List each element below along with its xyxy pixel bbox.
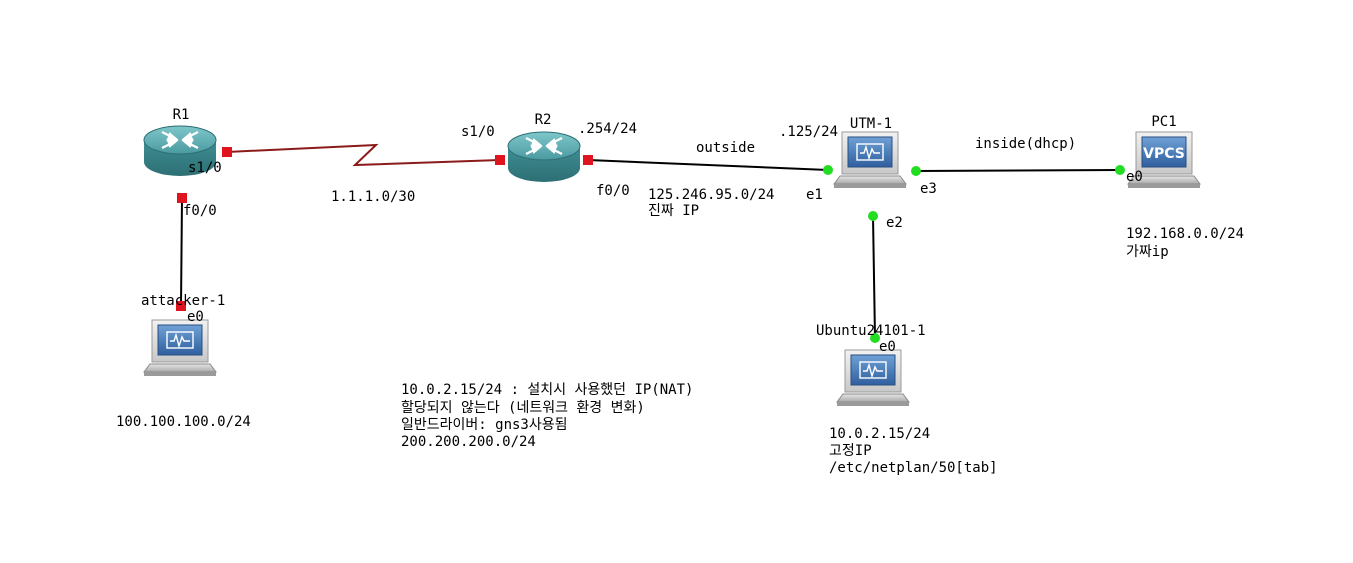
iface-label-utm-e1: e1 (806, 187, 823, 203)
note-outside-net: 125.246.95.0/24 (648, 187, 774, 203)
note-inside-fake-ip: 가짜ip (1126, 244, 1169, 260)
host-attacker-1[interactable] (143, 319, 217, 377)
iface-label-attacker-e0: e0 (187, 309, 204, 325)
port-attacker-e0[interactable] (176, 301, 186, 311)
port-r2-s1-0[interactable] (495, 155, 505, 165)
device-name-r1: R1 (173, 107, 190, 123)
note-nat-line-1: 10.0.2.15/24 : 설치시 사용했던 IP(NAT) (401, 382, 693, 398)
host-pc1[interactable]: VPCS (1127, 131, 1201, 189)
device-name-attacker-1: attacker-1 (141, 293, 225, 309)
vpcs-badge: VPCS (1143, 146, 1185, 162)
note-ubuntu-ip: 10.0.2.15/24 (829, 426, 930, 442)
device-name-utm-1: UTM-1 (850, 116, 892, 132)
iface-label-ubuntu-e0: e0 (879, 339, 896, 355)
note-inside: inside(dhcp) (975, 136, 1076, 152)
router-r2[interactable] (506, 130, 582, 184)
iface-label-utm-e2: e2 (886, 215, 903, 231)
port-pc1-e0[interactable] (1115, 165, 1125, 175)
iface-label-utm-e3: e3 (920, 181, 937, 197)
note-nat-line-3: 일반드라이버: gns3사용됨 (401, 417, 568, 433)
link-r2-utm[interactable] (587, 159, 829, 171)
link-utm-ubuntu[interactable] (872, 215, 876, 339)
iface-label-r2-f0: f0/0 (596, 183, 630, 199)
note-serial-net: 1.1.1.0/30 (331, 189, 415, 205)
router-icon (506, 130, 582, 184)
link-r1-attacker[interactable] (180, 197, 183, 307)
note-outside-real-ip: 진짜 IP (648, 203, 699, 219)
port-utm-e1[interactable] (823, 165, 833, 175)
port-utm-e2[interactable] (868, 211, 878, 221)
port-r1-s1-0[interactable] (222, 147, 232, 157)
note-inside-net: 192.168.0.0/24 (1126, 226, 1244, 242)
iface-label-r1-f0: f0/0 (183, 203, 217, 219)
host-utm-1[interactable] (833, 131, 907, 189)
port-ubuntu-e0[interactable] (870, 333, 880, 343)
qemu-host-icon (143, 319, 217, 377)
port-utm-e3[interactable] (911, 166, 921, 176)
qemu-host-icon (836, 349, 910, 407)
note-nat-line-2: 할당되지 않는다 (네트워크 환경 변화) (401, 400, 645, 416)
host-ubuntu24101-1[interactable] (836, 349, 910, 407)
port-r2-f0-0[interactable] (583, 155, 593, 165)
link-utm-pc1[interactable] (915, 169, 1121, 172)
note-outside: outside (696, 140, 755, 156)
iface-label-r1-s1: s1/0 (188, 160, 222, 176)
note-r2-ip: .254/24 (578, 121, 637, 137)
note-attacker-net: 100.100.100.0/24 (116, 414, 251, 430)
iface-label-pc1-e0: e0 (1126, 169, 1143, 185)
note-ubuntu-static: 고정IP (829, 443, 872, 459)
note-nat-line-4: 200.200.200.0/24 (401, 434, 536, 450)
device-name-ubuntu24101-1: Ubuntu24101-1 (816, 323, 926, 339)
device-name-pc1: PC1 (1151, 114, 1176, 130)
device-name-r2: R2 (535, 112, 552, 128)
serial-link-r1-r2[interactable] (226, 143, 501, 167)
port-r1-f0-0[interactable] (177, 193, 187, 203)
note-ubuntu-netplan: /etc/netplan/50[tab] (829, 460, 998, 476)
note-utm-ip: .125/24 (779, 124, 838, 140)
iface-label-r2-s1: s1/0 (461, 124, 495, 140)
qemu-host-icon (833, 131, 907, 189)
